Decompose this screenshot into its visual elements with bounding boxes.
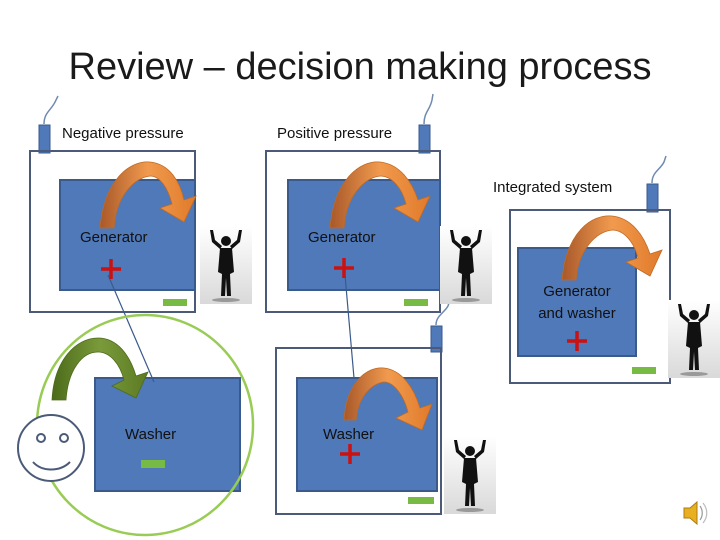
- negative-pressure-label: Negative pressure: [62, 125, 184, 142]
- connector-line: [107, 274, 155, 383]
- tube-icon: [646, 155, 667, 213]
- person-arms-up-icon: [668, 300, 720, 378]
- minus-sign: [163, 299, 187, 306]
- orange-curved-arrow-icon: [99, 161, 197, 229]
- positive-washer-frame: [275, 347, 442, 515]
- washer-box-1: [94, 377, 241, 492]
- generator-label-1: Generator: [80, 229, 148, 246]
- plus-sign: [340, 444, 360, 464]
- slide-title: Review – decision making process: [68, 46, 652, 88]
- minus-sign: [632, 367, 656, 374]
- generator-washer-label-line1: Generator: [543, 283, 611, 300]
- orange-curved-arrow-icon: [561, 215, 663, 281]
- positive-pressure-label: Positive pressure: [277, 125, 393, 142]
- washer-label-1: Washer: [125, 426, 177, 443]
- integrated-system-label: Integrated system: [493, 179, 613, 196]
- tube-icon: [430, 299, 451, 353]
- minus-sign: [141, 460, 165, 468]
- orange-curved-arrow-icon: [329, 161, 431, 229]
- generator-washer-label-line2: and washer: [538, 305, 616, 322]
- smiley-face-icon: [17, 414, 85, 482]
- person-arms-up-icon: [200, 226, 252, 304]
- minus-sign: [408, 497, 434, 504]
- minus-sign: [404, 299, 428, 306]
- tube-icon: [38, 95, 59, 154]
- green-curved-arrow-icon: [51, 337, 149, 401]
- plus-sign: [567, 331, 587, 351]
- washer-label-2: Washer: [323, 426, 375, 443]
- person-arms-up-icon: [440, 226, 492, 304]
- speaker-icon[interactable]: [683, 500, 708, 526]
- person-arms-up-icon: [444, 436, 496, 514]
- generator-label-2: Generator: [308, 229, 376, 246]
- orange-curved-arrow-icon: [343, 367, 433, 431]
- connector-line: [344, 274, 355, 379]
- integrated-system-frame: [509, 209, 671, 384]
- plus-sign: [334, 258, 354, 278]
- tube-icon: [418, 93, 434, 154]
- plus-sign: [101, 259, 121, 279]
